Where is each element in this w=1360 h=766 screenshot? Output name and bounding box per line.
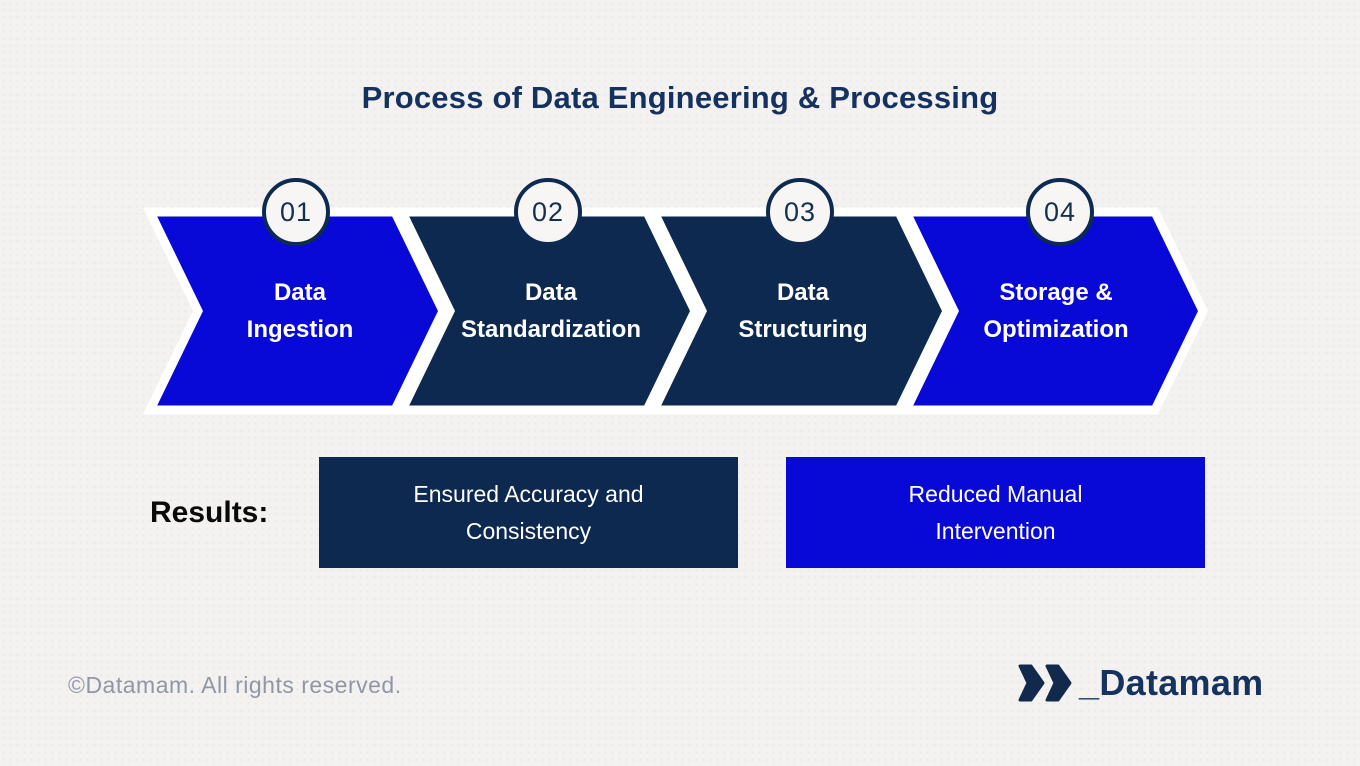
results-label: Results:	[150, 495, 269, 529]
step-number-3: 03	[783, 196, 817, 227]
chevron-shape-storage-optimization	[898, 207, 1209, 415]
chevron-shape-data-standardization	[394, 207, 701, 415]
chevron-shape-data-ingestion	[142, 207, 449, 415]
double-chevron-icon	[1018, 664, 1072, 702]
page-title: Process of Data Engineering & Processing	[361, 80, 999, 115]
step-label-data-structuring: Data Structuring	[738, 279, 868, 343]
step-number-2: 02	[531, 196, 565, 227]
copyright-text: ©Datamam. All rights reserved.	[68, 672, 402, 698]
result-box-accuracy: Ensured Accuracy and Consistency	[319, 457, 738, 568]
step-number-4: 04	[1043, 196, 1077, 227]
step-label-data-standardization: Data Standardization	[460, 279, 641, 343]
result-box-manual-intervention: Reduced Manual Intervention	[786, 457, 1205, 568]
step-label-storage-optimization: Storage & Optimization	[983, 279, 1129, 343]
chevron-shape-data-structuring	[646, 207, 953, 415]
step-number-1: 01	[279, 196, 313, 227]
datamam-logo: _Datamam	[1018, 662, 1264, 704]
step-number-badge-4: 04	[1026, 178, 1094, 246]
step-number-badge-2: 02	[514, 178, 582, 246]
step-number-badge-3: 03	[766, 178, 834, 246]
step-label-data-ingestion: Data Ingestion	[246, 279, 354, 343]
logo-wordmark: _Datamam	[1079, 662, 1264, 703]
step-number-badge-1: 01	[262, 178, 330, 246]
